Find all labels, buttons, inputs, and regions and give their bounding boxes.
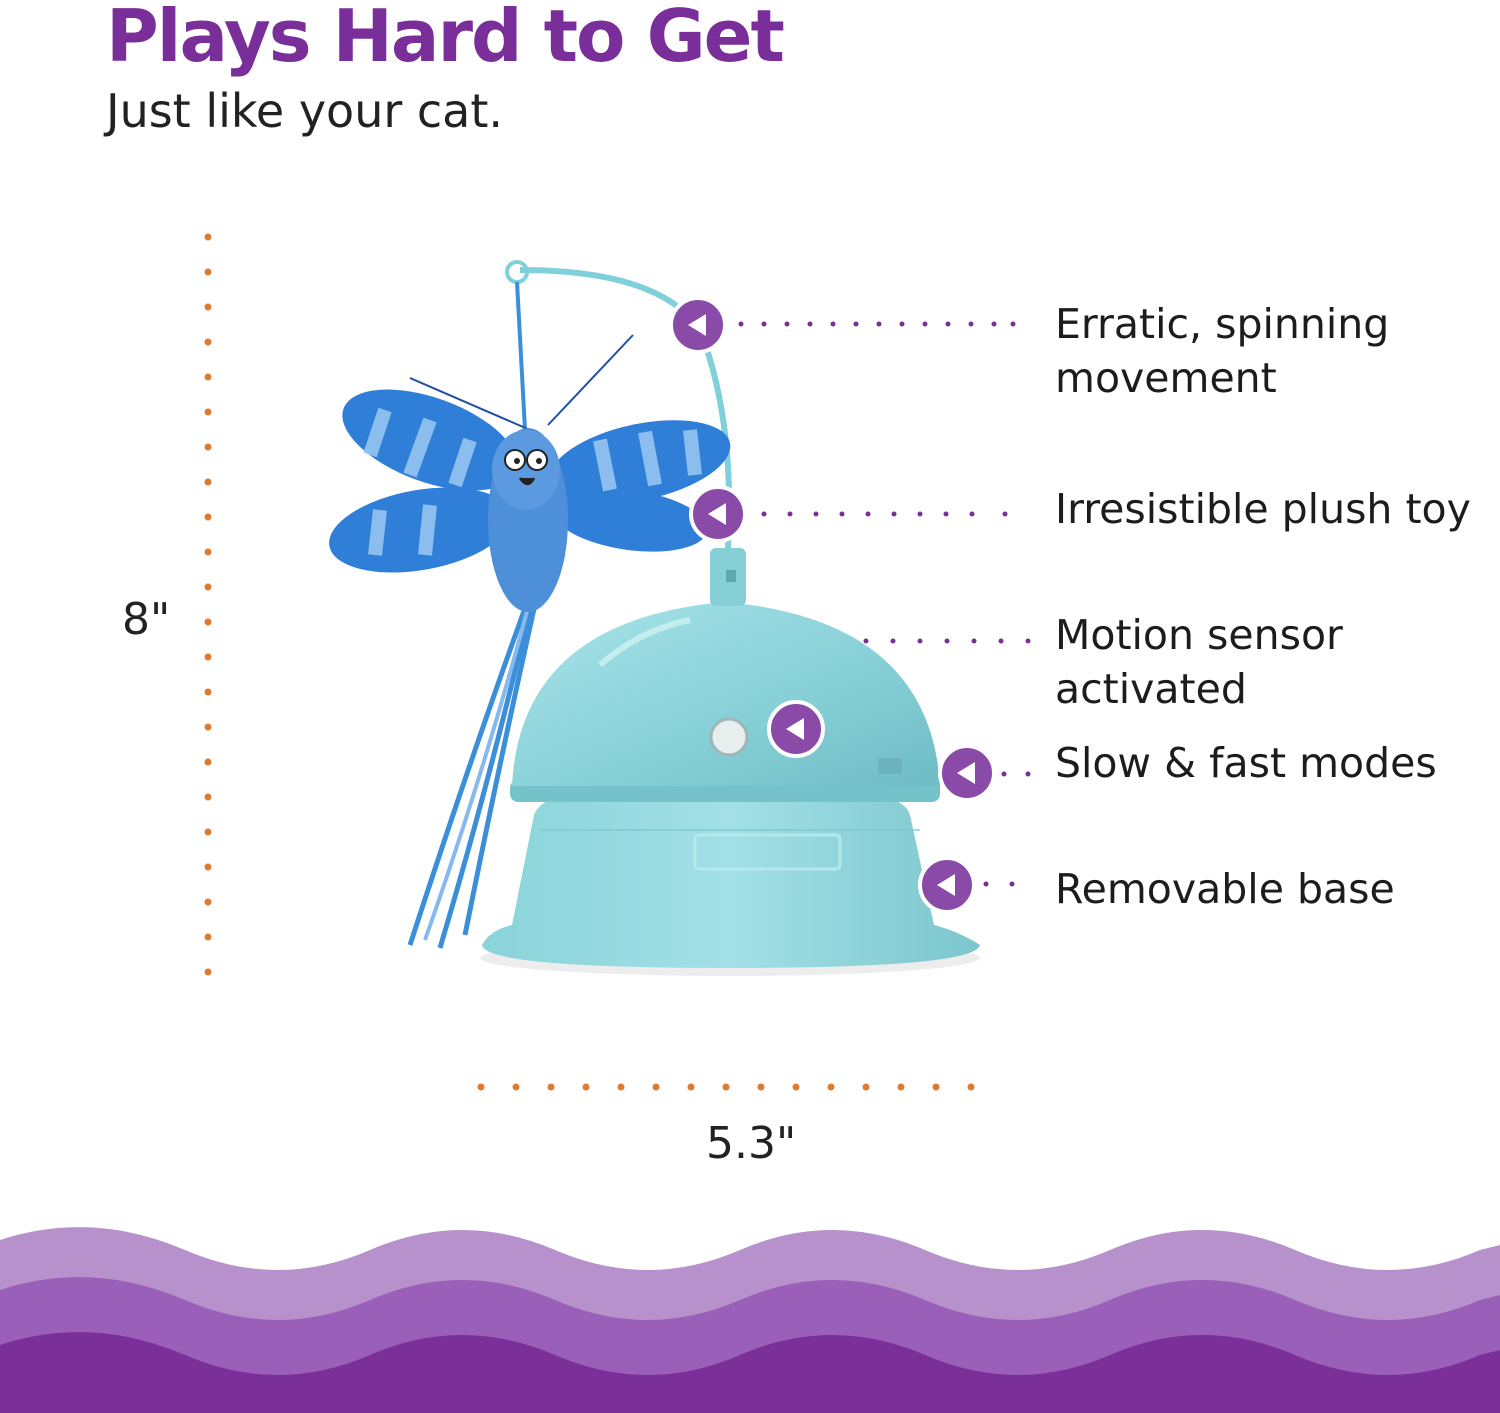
page-subtitle: Just like your cat. <box>106 84 504 138</box>
callout-arrow-icon <box>938 744 996 802</box>
dragonfly-plush <box>329 334 731 949</box>
page-title: Plays Hard to Get <box>106 0 785 78</box>
feature-speed-modes: Slow & fast modes <box>1055 736 1437 790</box>
wave-decoration <box>0 1227 1500 1413</box>
feature-line: Motion sensor <box>1055 611 1343 659</box>
height-dimension-line <box>204 233 212 976</box>
width-dimension-label: 5.3" <box>706 1118 797 1169</box>
feature-line: Irresistible plush toy <box>1055 485 1471 533</box>
feature-line: Slow & fast modes <box>1055 739 1437 787</box>
feature-removable-base: Removable base <box>1055 862 1395 916</box>
feature-line: Erratic, spinning <box>1055 300 1390 348</box>
feature-line: movement <box>1055 354 1277 402</box>
callout-arrow-icon <box>689 485 747 543</box>
toy-dome <box>510 548 940 802</box>
toy-base <box>480 798 980 976</box>
feature-line: activated <box>1055 665 1247 713</box>
feature-plush-toy: Irresistible plush toy <box>1055 482 1471 536</box>
feature-erratic-movement: Erratic, spinning movement <box>1055 297 1389 405</box>
feature-line: Removable base <box>1055 865 1395 913</box>
callout-arrow-icon <box>669 296 727 354</box>
callout-arrow-icon <box>918 856 976 914</box>
feature-motion-sensor: Motion sensor activated <box>1055 608 1343 716</box>
callout-arrow-icon <box>767 700 825 758</box>
width-dimension-line <box>477 1083 975 1091</box>
height-dimension-label: 8" <box>122 594 171 645</box>
